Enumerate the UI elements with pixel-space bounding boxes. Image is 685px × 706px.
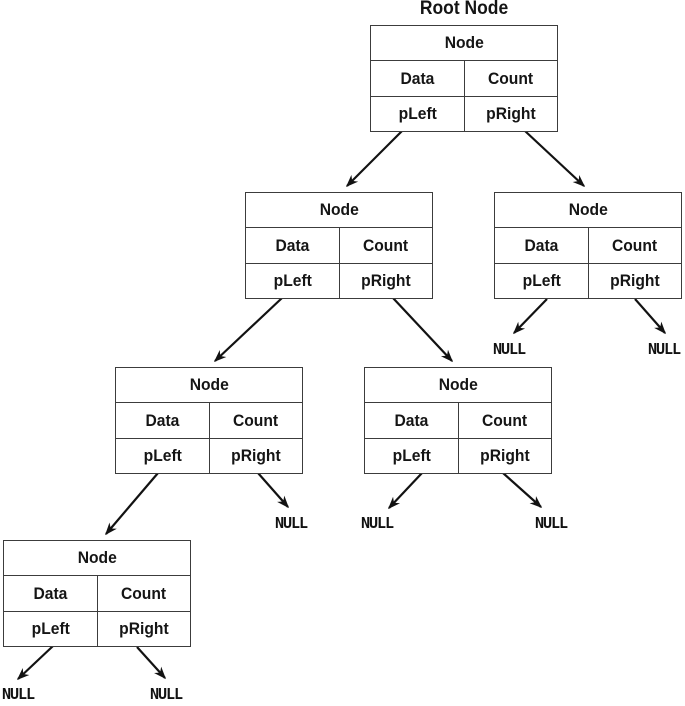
cell-pright: pRight xyxy=(458,438,551,473)
arrow-l3right-pleft-null xyxy=(387,472,423,510)
cell-pleft: pLeft xyxy=(371,96,464,131)
node-header: Node xyxy=(116,368,302,403)
node-header: Node xyxy=(246,193,432,228)
diagram-title: Root Node xyxy=(419,0,509,19)
arrow-l4-pright-null xyxy=(136,646,167,680)
cell-pleft: pLeft xyxy=(4,611,97,646)
arrow-root-pleft xyxy=(345,130,403,188)
arrow-l3right-pright-null xyxy=(502,472,543,509)
cell-count: Count xyxy=(458,403,551,438)
cell-pright: pRight xyxy=(339,263,432,298)
arrow-root-pright xyxy=(524,130,586,188)
cell-pleft: pLeft xyxy=(365,438,458,473)
arrow-l3left-pleft xyxy=(105,472,159,536)
null-label-l2right-pright: NULL xyxy=(647,340,681,358)
cell-data: Data xyxy=(145,410,180,430)
cell-pleft: pLeft xyxy=(246,263,339,298)
arrow-l2left-pright xyxy=(392,297,454,363)
arrow-l2right-pright-null xyxy=(634,298,666,335)
null-label-l3left-pright: NULL xyxy=(274,514,308,532)
node-header: Node xyxy=(371,26,557,61)
cell-pright: pRight xyxy=(588,263,681,298)
arrow-l3left-pright-null xyxy=(257,472,289,509)
null-label-l4-pright: NULL xyxy=(149,685,183,703)
null-label-l4-pleft: NULL xyxy=(1,685,35,703)
cell-count: Count xyxy=(97,576,190,611)
cell-count: Count xyxy=(209,403,302,438)
node-header: Node xyxy=(495,193,681,228)
arrow-l2right-pleft-null xyxy=(512,298,548,335)
node-table-level2-right: Node Data Count pLeft pRight xyxy=(494,192,682,299)
cell-data: Data xyxy=(275,235,310,255)
arrow-l2left-pleft xyxy=(213,297,283,363)
null-label-l2right-pleft: NULL xyxy=(492,340,526,358)
node-header: Node xyxy=(4,541,190,576)
node-table-level4-left: Node Data Count pLeft pRight xyxy=(3,540,191,647)
arrow-l4-pleft-null xyxy=(16,645,54,681)
cell-pright: pRight xyxy=(464,96,557,131)
cell-pleft: pLeft xyxy=(116,438,209,473)
cell-data: Data xyxy=(33,583,68,603)
cell-count: Count xyxy=(464,61,557,96)
cell-data: Data xyxy=(400,68,435,88)
node-table-root: Node Data Count pLeft pRight xyxy=(370,25,558,132)
cell-count: Count xyxy=(339,228,432,263)
node-table-level3-right: Node Data Count pLeft pRight xyxy=(364,367,552,474)
cell-pright: pRight xyxy=(97,611,190,646)
node-table-level3-left: Node Data Count pLeft pRight xyxy=(115,367,303,474)
null-label-l3right-pright: NULL xyxy=(534,514,568,532)
cell-pright: pRight xyxy=(209,438,302,473)
node-table-level2-left: Node Data Count pLeft pRight xyxy=(245,192,433,299)
cell-data: Data xyxy=(394,410,429,430)
node-header: Node xyxy=(365,368,551,403)
cell-count: Count xyxy=(588,228,681,263)
cell-pleft: pLeft xyxy=(495,263,588,298)
cell-data: Data xyxy=(524,235,559,255)
null-label-l3right-pleft: NULL xyxy=(360,514,394,532)
